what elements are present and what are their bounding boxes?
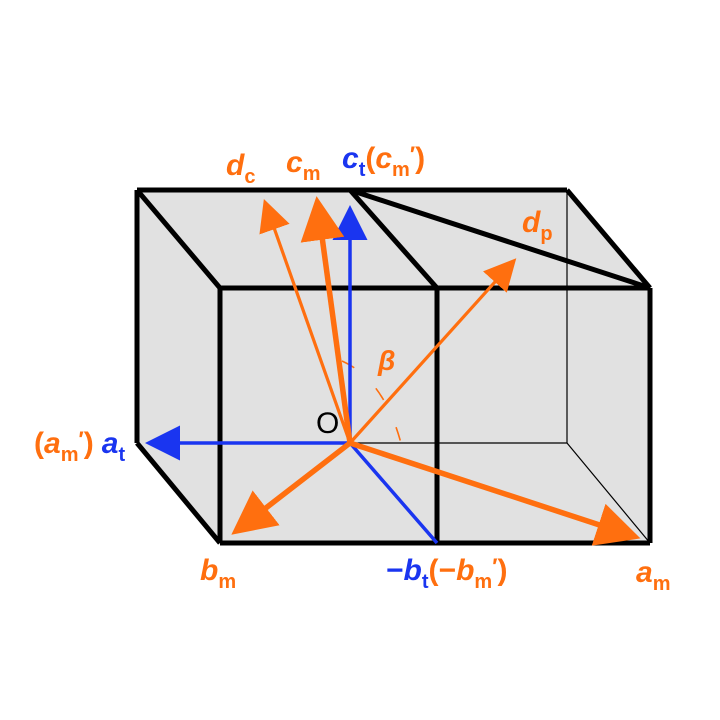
- label-am-prime-at: (am′)at: [34, 427, 125, 466]
- label-beta: β: [377, 345, 395, 376]
- label-am: am: [636, 556, 670, 595]
- label-origin: O: [316, 407, 339, 440]
- label-bt: −bt(−bm′): [386, 554, 507, 593]
- label-bm: bm: [200, 554, 236, 593]
- vector-am: [349, 440, 641, 546]
- vector-bt: [348, 441, 439, 545]
- label-dp: dp: [522, 206, 553, 245]
- box-edges: [134, 187, 653, 546]
- label-dc: dc: [226, 149, 255, 188]
- vector-dp: [348, 258, 517, 445]
- label-cm: cm: [286, 146, 320, 185]
- vector-dc: [259, 198, 352, 444]
- label-ct: ct(cm′): [342, 142, 425, 181]
- vector-bm: [231, 440, 352, 535]
- vector-cm: [300, 196, 353, 444]
